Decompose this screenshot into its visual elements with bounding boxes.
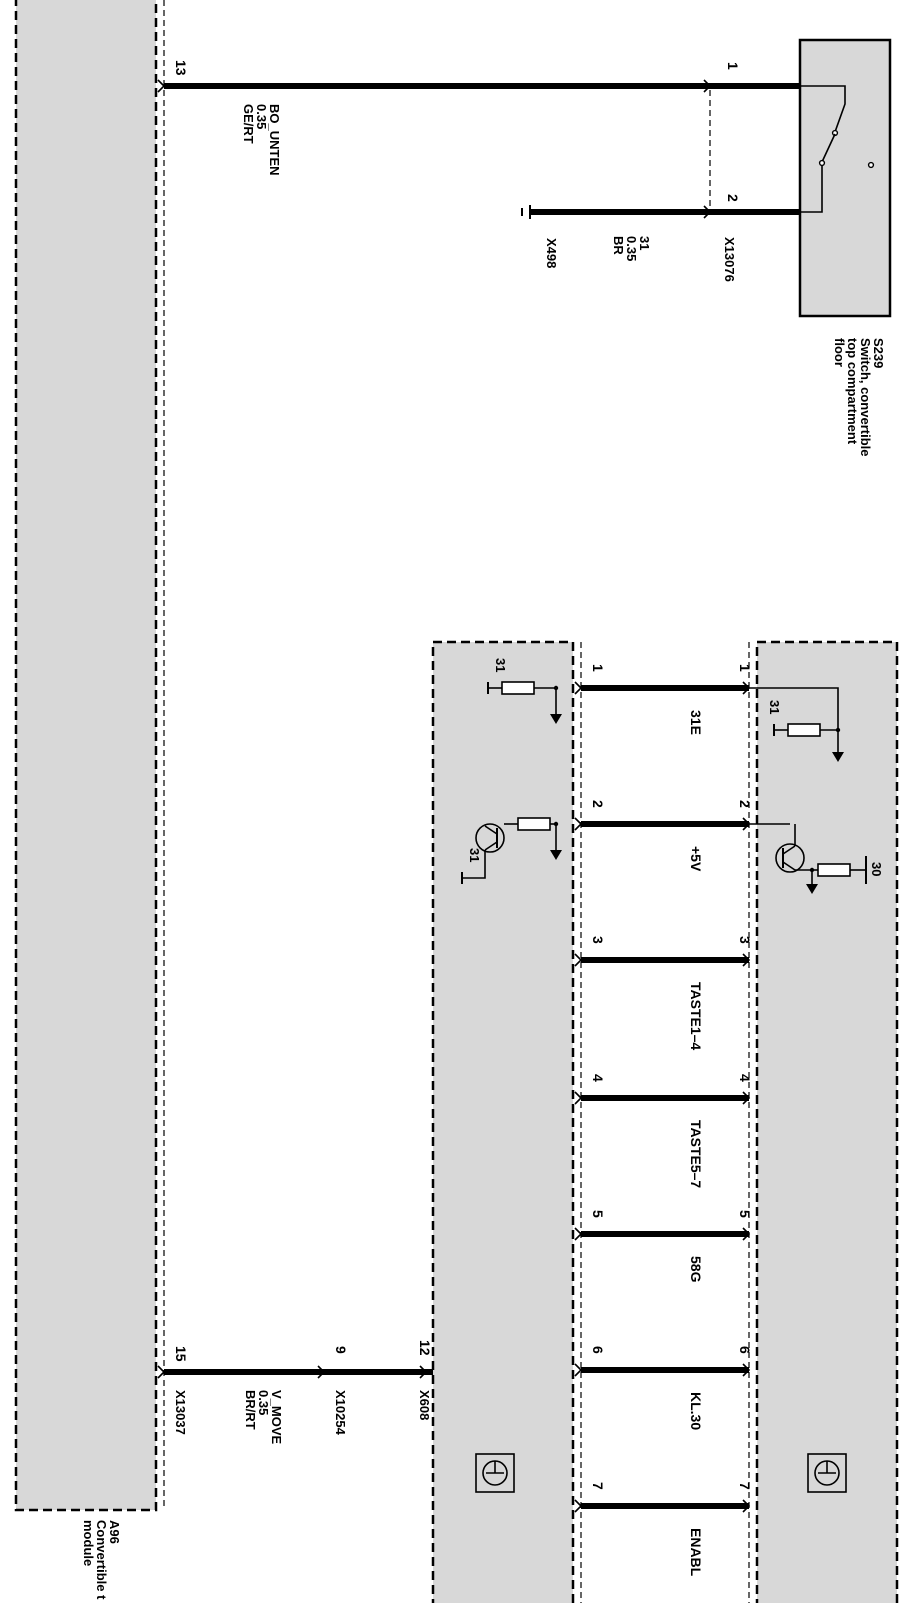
left-unit-resistor-circuit [487,681,562,724]
connector-mark-x13076-1 [703,79,712,93]
bus-line-7: 7 7 ENABL [574,1482,753,1577]
connector-x10254: X10254 [333,1390,348,1436]
bus-line-6: 6 6 KL.30 [574,1346,753,1430]
wire-bottom-color: BR/RT [243,1390,258,1430]
pin-switch-1: 1 [725,62,741,70]
bus-signal-3: TASTE1–4 [688,982,704,1050]
module-a96-name-line1: Convertible t [94,1520,109,1600]
wire-top-gauge: 0.35 [254,104,269,129]
bus-line-2: 2 2 +5V [574,800,753,872]
bus-pin-left-4: 4 [590,1074,606,1082]
switch-s239-name-line2: top compartment [845,338,860,445]
connector-x13037: X13037 [173,1390,188,1435]
switch-s239-box [798,38,892,318]
right-terminal-30: 30 [869,862,884,876]
connector-mark-15 [157,1365,166,1379]
ground-x498: X498 [544,238,559,268]
wire-bottom-signal: V_MOVE [269,1390,284,1445]
switch-s239-name-line3: floor [832,338,847,367]
connector-mark-12 [419,1365,428,1379]
bus-signal-7: ENABL [688,1528,704,1577]
bus-signal-2: +5V [688,846,704,872]
bus-pin-right-6: 6 [737,1346,753,1354]
wire-top-signal: BO_UNTEN [267,104,282,176]
pin-13: 13 [173,60,189,76]
pin-9: 9 [333,1346,349,1354]
control-unit-right-box [755,640,899,1603]
pin-15: 15 [173,1346,189,1362]
ground-wire-gauge: 0.35 [624,236,639,261]
connector-x608: X608 [417,1390,432,1420]
pin-switch-2: 2 [725,194,741,202]
bus-pin-left-7: 7 [590,1482,606,1490]
switch-s239-id: S239 [871,338,886,368]
bus-signal-1: 31E [688,710,704,735]
module-a96-id: A96 [107,1520,122,1544]
ground-symbol-icon-right [807,1453,847,1493]
bus-pin-left-3: 3 [590,936,606,944]
bus-line-1: 1 1 31E [574,664,753,735]
bus-pin-right-2: 2 [737,800,753,808]
connector-mark-9 [317,1365,326,1379]
connector-mark-13 [157,79,166,93]
connector-x13076: X13076 [722,237,737,282]
bus-pin-right-3: 3 [737,936,753,944]
left-terminal-31-upper: 31 [493,658,508,672]
bus-pin-right-5: 5 [737,1210,753,1218]
ground-symbol-icon [475,1453,515,1493]
bus-pin-left-5: 5 [590,1210,606,1218]
bus-pin-left-2: 2 [590,800,606,808]
left-unit-transistor-circuit [461,817,562,884]
module-a96-name-line2: module [81,1520,96,1566]
switch-contact-symbol [800,85,875,213]
bus-signal-5: 58G [688,1256,704,1283]
right-terminal-31: 31 [767,700,782,714]
right-unit-transistor-circuit [749,823,867,894]
ground-wire-color: BR [611,236,626,255]
ground-terminal-31: 31 [637,236,652,250]
bus-pin-right-4: 4 [737,1074,753,1082]
left-terminal-31-lower: 31 [467,848,482,862]
bus-line-5: 5 5 58G [574,1210,753,1283]
bus-pin-right-1: 1 [737,664,753,672]
bus-signal-4: TASTE5–7 [688,1120,704,1188]
control-unit-left-box [431,640,575,1603]
wire-bottom-gauge: 0.35 [256,1390,271,1415]
switch-s239-name-line1: Switch, convertible [858,338,873,456]
bus-pin-left-1: 1 [590,664,606,672]
bus-line-3: 3 3 TASTE1–4 [574,936,753,1050]
wire-top-color: GE/RT [241,104,256,144]
bus-signal-6: KL.30 [688,1392,704,1430]
pin-12: 12 [417,1340,433,1356]
connector-mark-x13076-2 [703,205,712,219]
bus-line-4: 4 4 TASTE5–7 [574,1074,753,1188]
bus-pin-right-7: 7 [737,1482,753,1490]
right-unit-resistor-circuit [749,687,844,762]
bus-pin-left-6: 6 [590,1346,606,1354]
module-a96-box [14,0,158,1512]
